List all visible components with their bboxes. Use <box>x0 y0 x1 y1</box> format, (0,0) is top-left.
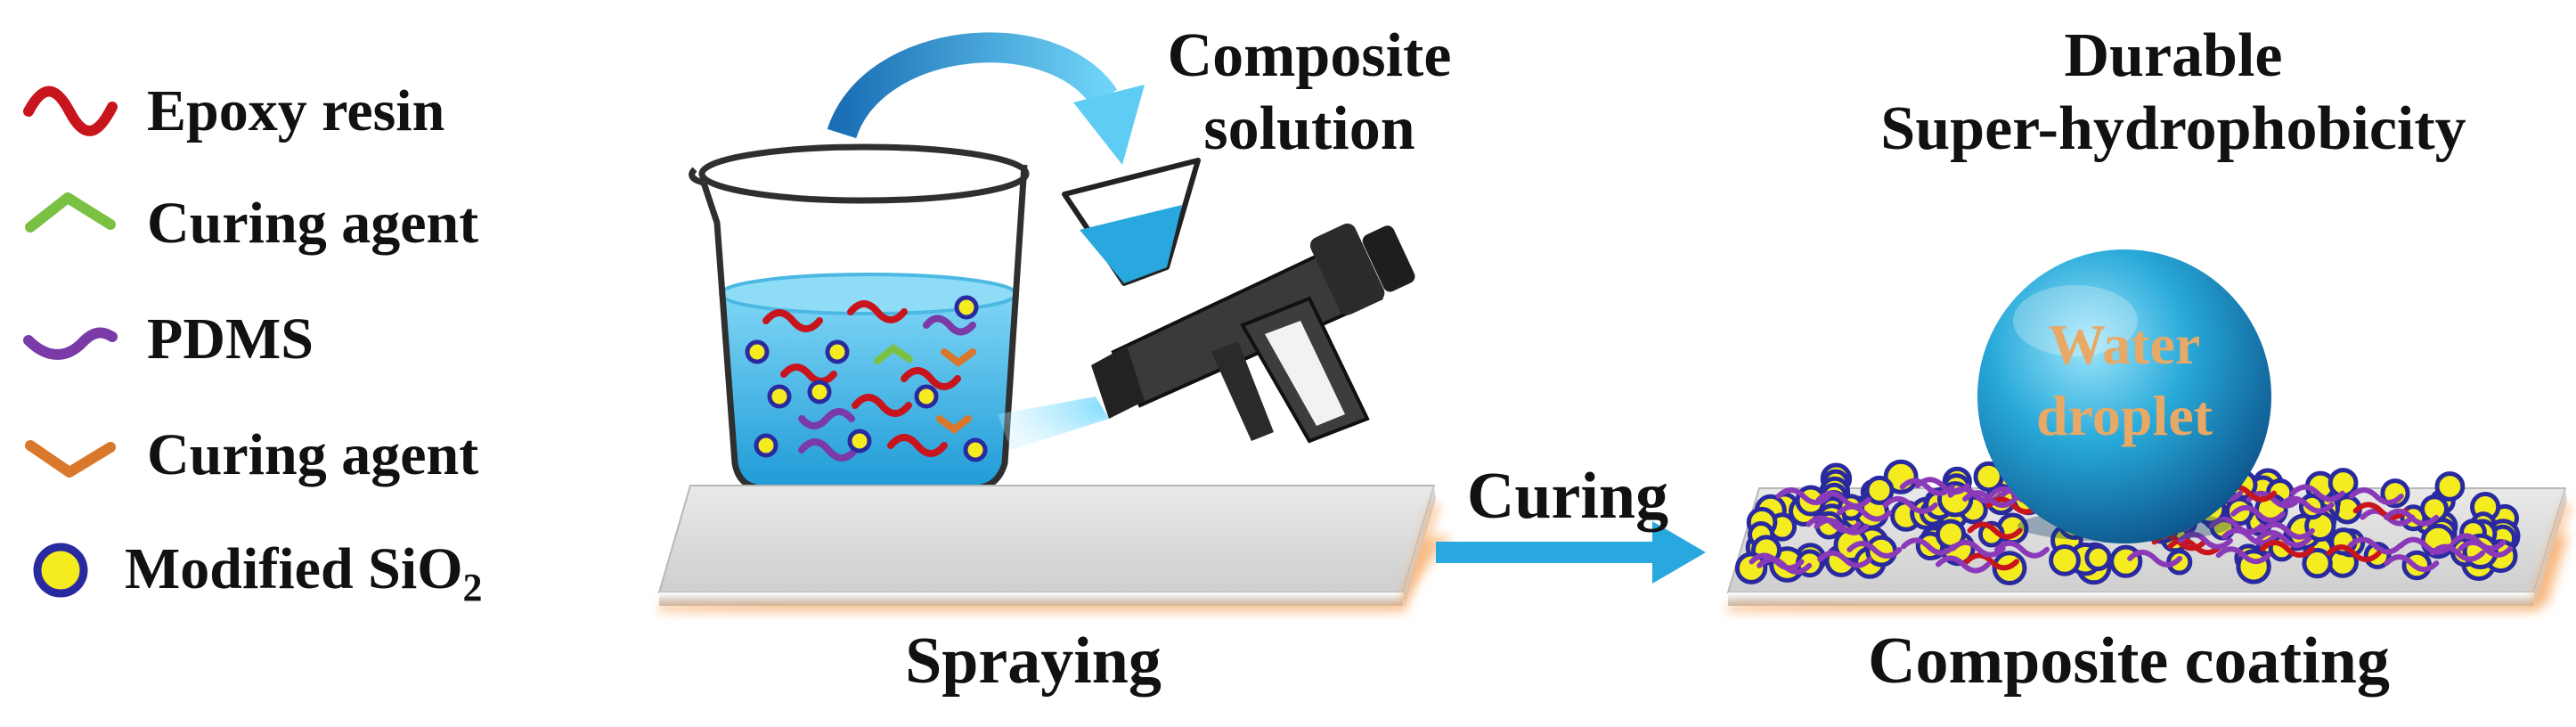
substrate-left-front <box>659 592 1403 606</box>
beaker <box>689 143 1030 492</box>
title-durable-line2: Super-hydrophobicity <box>1880 94 2466 163</box>
polymer-chain <box>2259 540 2315 558</box>
polymer-chain <box>2259 521 2315 540</box>
spray-gun <box>998 158 1415 450</box>
polymer-chain <box>1914 477 1970 495</box>
sio2-particle <box>2084 543 2112 572</box>
legend-label-modified-sio2-subscript: 2 <box>462 566 483 610</box>
legend-label-modified-sio2: Modified SiO2 <box>125 540 483 608</box>
polymer-chain <box>1749 552 1805 571</box>
pour-arrow <box>827 32 1145 165</box>
red-wave-icon <box>23 86 118 136</box>
polymer-chain <box>1846 541 1903 559</box>
polymer-chain <box>2278 495 2335 514</box>
polymer-chain <box>2230 504 2287 523</box>
polymer-chain <box>2348 487 2404 506</box>
water-droplet-sphere <box>1977 249 2271 543</box>
polymer-chain <box>2384 508 2440 527</box>
polymer-chain <box>1817 550 1873 568</box>
orange-chevron-icon <box>25 440 116 478</box>
polymer-chain <box>1901 537 1957 556</box>
substrate-left-top <box>657 485 1436 593</box>
polymer-chain <box>2326 544 2382 563</box>
polymer-chain <box>1962 490 2018 509</box>
polymer-chain <box>1836 503 1892 522</box>
water-droplet <box>1977 249 2271 543</box>
legend-label-modified-sio2-text: Modified SiO <box>125 536 463 601</box>
sio2-particle <box>1864 475 1895 505</box>
polymer-chain <box>2246 490 2302 509</box>
beaker-liquid <box>720 294 1015 488</box>
polymer-chain <box>2215 546 2271 565</box>
polymer-chain <box>1994 540 2050 559</box>
beaker-spout <box>689 167 705 186</box>
polymer-chain <box>2430 543 2486 562</box>
purple-wave-icon <box>23 327 118 360</box>
title-composite-solution-line2: solution <box>1203 94 1415 163</box>
sio2-particle <box>2434 471 2466 502</box>
droplet-label-line2: droplet <box>2036 384 2213 447</box>
polymer-chain <box>1815 490 1871 509</box>
sio2-particle <box>2302 547 2333 579</box>
caption-curing: Curing <box>1466 460 1669 533</box>
polymer-chain <box>1899 478 1955 496</box>
polymer-chain <box>2177 531 2233 550</box>
polymer-chain <box>2221 527 2278 546</box>
polymer-chain <box>2398 536 2454 555</box>
legend-label-curing-agent-green: Curing agent <box>147 191 479 256</box>
composite-coating-layer <box>1734 459 2521 585</box>
polymer-chain <box>1882 495 1938 514</box>
legend-label-epoxy-resin: Epoxy resin <box>147 78 445 143</box>
polymer-chain <box>2208 517 2264 535</box>
polymer-chain <box>1806 515 1862 534</box>
polymer-chain <box>2127 549 2183 568</box>
polymer-chain <box>2352 502 2409 520</box>
polymer-chain <box>1963 552 2019 571</box>
polymer-chain <box>1935 555 1991 574</box>
legend-label-curing-agent-orange: Curing agent <box>147 422 479 487</box>
sio2-particle <box>2049 544 2081 576</box>
polymer-chain <box>1775 487 1831 506</box>
polymer-chain <box>2347 536 2403 555</box>
polymer-chain <box>1814 517 1870 535</box>
spray-mist <box>998 396 1109 450</box>
sio2-particle <box>1734 551 1768 584</box>
substrate-right-front <box>1728 592 2534 606</box>
title-durable-line1: Durable <box>2064 21 2283 90</box>
droplet-label-line1: Water <box>2048 313 2201 376</box>
polymer-chain <box>2256 529 2312 548</box>
beaker-rim <box>698 143 1030 204</box>
caption-spraying: Spraying <box>905 625 1162 698</box>
title-composite-solution-line1: Composite <box>1167 21 1452 90</box>
sio2-particle-icon <box>33 543 88 598</box>
polymer-chain <box>1950 539 2006 558</box>
curing-arrow <box>1436 521 1706 584</box>
polymer-chain <box>2289 484 2345 502</box>
polymer-chain <box>1967 521 2023 540</box>
substrate-left <box>657 485 1452 610</box>
polymer-chain <box>2384 554 2440 573</box>
polymer-chain <box>2450 533 2507 551</box>
caption-composite-coating: Composite coating <box>1868 625 2390 698</box>
green-chevron-icon <box>25 192 116 233</box>
legend <box>23 86 118 598</box>
legend-label-pdms: PDMS <box>147 306 314 372</box>
beaker-contents <box>745 295 988 462</box>
